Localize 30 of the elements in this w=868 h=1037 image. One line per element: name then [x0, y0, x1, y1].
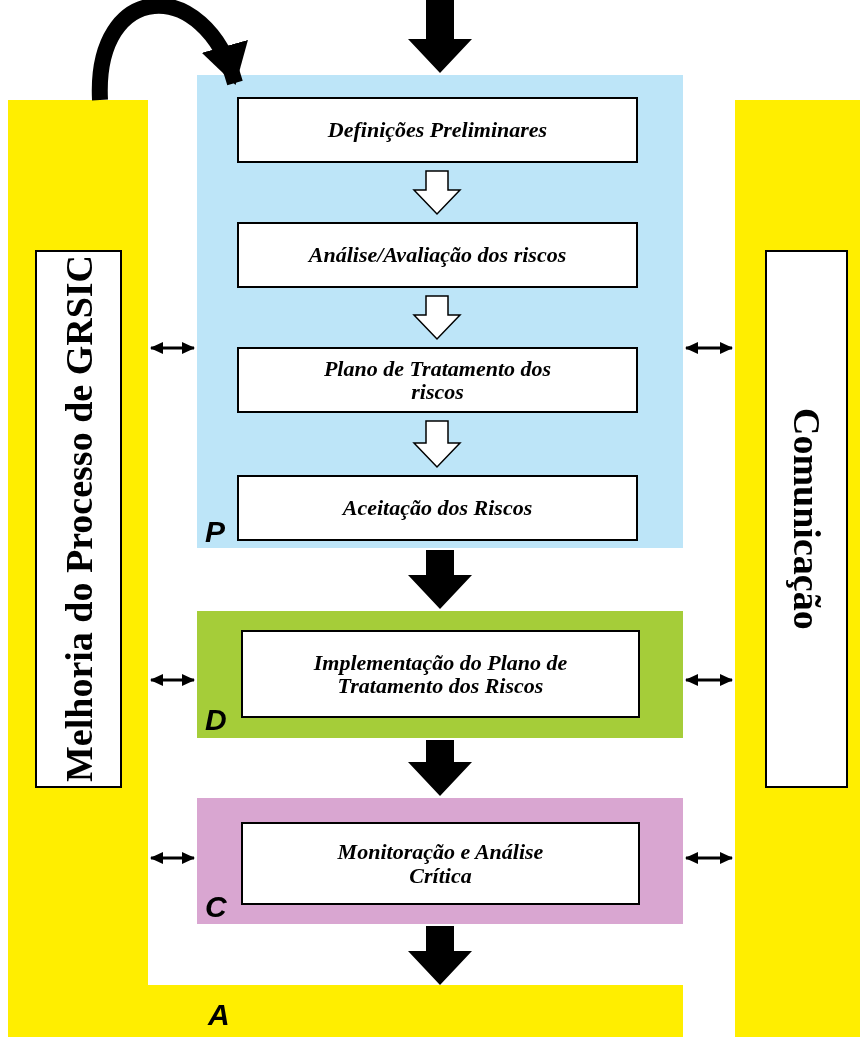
- phase-panel: [197, 611, 683, 738]
- phase-panel: [197, 75, 683, 548]
- double-arrow: [685, 674, 733, 686]
- hollow-arrow: [412, 295, 462, 341]
- side-band: [735, 100, 860, 1037]
- phase-letter: D: [205, 703, 227, 737]
- process-box: Análise/Avaliação dos riscos: [237, 222, 638, 288]
- block-arrow: [408, 0, 472, 73]
- hollow-arrow: [412, 420, 462, 469]
- double-arrow: [150, 852, 195, 864]
- process-box: Melhoria do Processo de GRSIC: [35, 250, 122, 788]
- process-box: Comunicação: [765, 250, 848, 788]
- hollow-arrow: [412, 170, 462, 216]
- phase-letter: C: [205, 890, 227, 924]
- block-arrow: [408, 926, 472, 985]
- process-box: Monitoração e Análise Crítica: [241, 822, 640, 905]
- double-arrow: [685, 342, 733, 354]
- double-arrow: [150, 674, 195, 686]
- phase-letter: P: [205, 515, 225, 549]
- process-box: Plano de Tratamento dos riscos: [237, 347, 638, 413]
- curved-arrow: [92, 0, 245, 101]
- double-arrow: [150, 342, 195, 354]
- phase-panel: [197, 798, 683, 924]
- double-arrow: [685, 852, 733, 864]
- process-box: Implementação do Plano de Tratamento dos Riscos: [241, 630, 640, 718]
- block-arrow: [408, 550, 472, 609]
- block-arrow: [408, 740, 472, 796]
- process-box: Aceitação dos Riscos: [237, 475, 638, 541]
- phase-letter: A: [208, 998, 230, 1032]
- process-box: Definições Preliminares: [237, 97, 638, 163]
